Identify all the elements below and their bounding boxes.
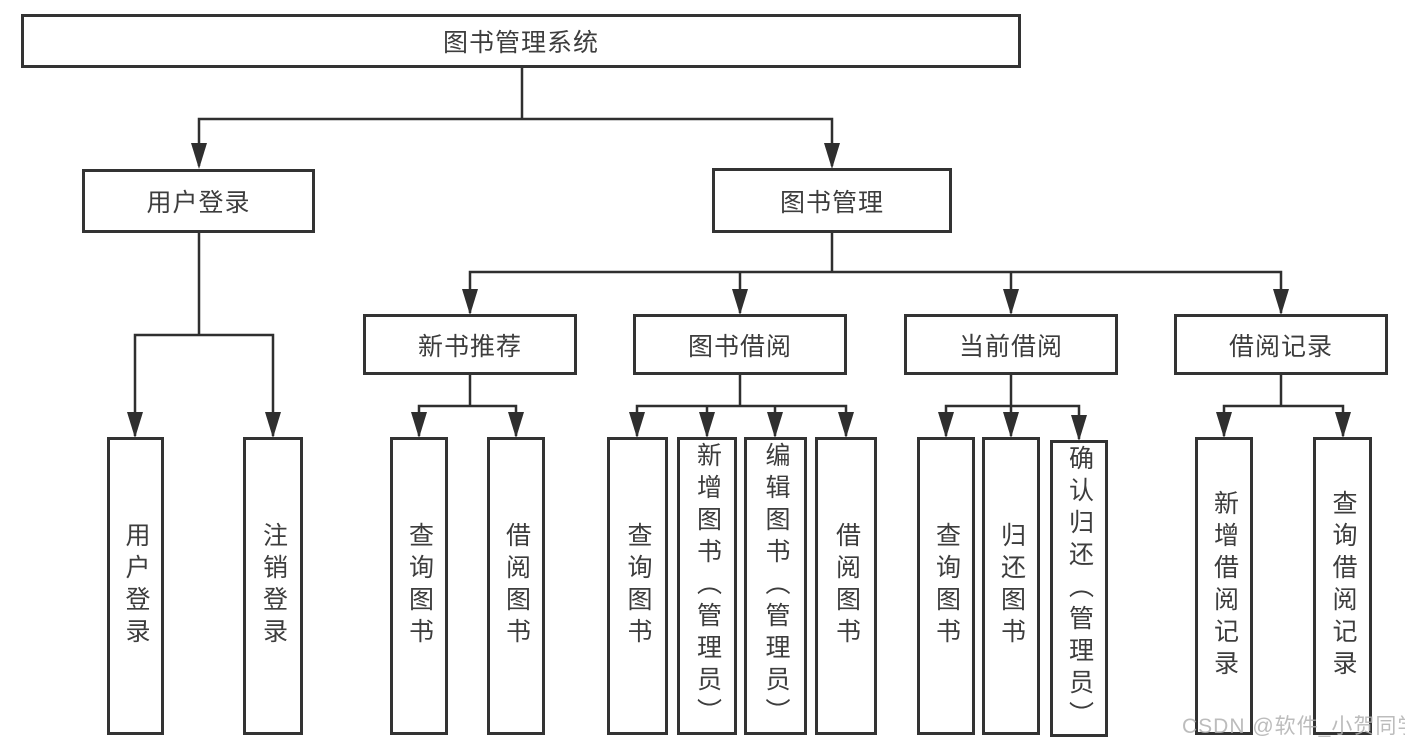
node-library-system-label: 图书管理系统 [442,29,599,57]
node-user-login: 用户登录 [107,437,164,735]
node-book-borrow: 图书借阅 [633,314,847,375]
node-query-borrow-record: 查询借阅记录 [1313,437,1372,735]
node-book-borrow-label: 图书借阅 [687,332,792,361]
node-add-books-admin: 新增图书（管理员） [677,437,737,735]
node-user-login-label: 用户登录 [122,522,150,650]
node-logout-label: 注销登录 [259,522,288,650]
node-new-book-recommend-label: 新书推荐 [417,332,522,361]
node-query-borrow-record-label: 查询借阅记录 [1329,490,1357,682]
node-borrow-query-books-label: 查询图书 [624,522,652,650]
node-current-borrow: 当前借阅 [904,314,1118,375]
node-return-books-label: 归还图书 [997,522,1026,650]
node-recommend-query-books: 查询图书 [390,437,448,735]
node-library-system: 图书管理系统 [21,14,1021,68]
node-borrow-records-label: 借阅记录 [1228,332,1333,361]
node-user-login-group: 用户登录 [82,169,315,233]
node-current-query-books: 查询图书 [917,437,975,735]
node-edit-books-admin: 编辑图书（管理员） [744,437,807,735]
node-current-borrow-label: 当前借阅 [958,332,1063,361]
node-borrow-books-label: 借阅图书 [832,522,861,650]
node-book-management-label: 图书管理 [779,188,884,217]
node-add-books-admin-label: 新增图书（管理员） [693,442,722,730]
node-add-borrow-record-label: 新增借阅记录 [1210,490,1239,682]
node-book-management: 图书管理 [712,168,952,233]
csdn-watermark: CSDN @软件_小贺同学 [1182,715,1405,738]
node-add-borrow-record: 新增借阅记录 [1195,437,1253,735]
node-confirm-return-admin: 确认归还（管理员） [1050,440,1108,737]
node-recommend-query-books-label: 查询图书 [405,522,434,650]
node-borrow-query-books: 查询图书 [607,437,668,735]
node-user-login-group-label: 用户登录 [146,189,251,217]
node-confirm-return-admin-label: 确认归还（管理员） [1065,444,1094,733]
node-logout: 注销登录 [243,437,303,735]
node-borrow-records: 借阅记录 [1174,314,1388,375]
node-new-book-recommend: 新书推荐 [363,314,577,375]
arrowhead-group [127,143,1351,441]
node-recommend-borrow-books-label: 借阅图书 [502,522,531,650]
node-recommend-borrow-books: 借阅图书 [487,437,545,735]
node-edit-books-admin-label: 编辑图书（管理员） [762,442,790,730]
node-borrow-books: 借阅图书 [815,437,877,735]
node-return-books: 归还图书 [982,437,1040,735]
node-current-query-books-label: 查询图书 [932,522,961,650]
